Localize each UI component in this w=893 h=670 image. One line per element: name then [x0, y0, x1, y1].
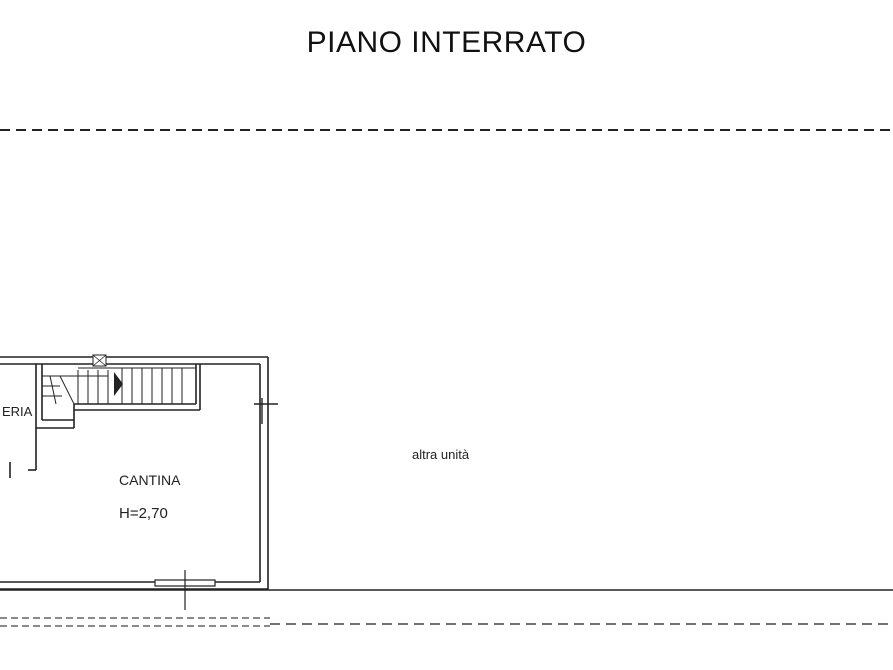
partial-room-label: ERIA: [2, 404, 33, 419]
other-unit-label: altra unità: [412, 447, 470, 462]
vent-icon: [92, 354, 107, 367]
cantina-walls: [0, 356, 269, 590]
cantina-label: CANTINA: [119, 472, 181, 488]
staircase: [42, 367, 196, 405]
stair-direction-arrow-icon: [114, 372, 123, 396]
cantina-height-label: H=2,70: [119, 505, 168, 522]
plan-title: PIANO INTERRATO: [306, 26, 587, 59]
cantina-window: [154, 570, 216, 610]
right-wall-marker: [254, 398, 278, 424]
